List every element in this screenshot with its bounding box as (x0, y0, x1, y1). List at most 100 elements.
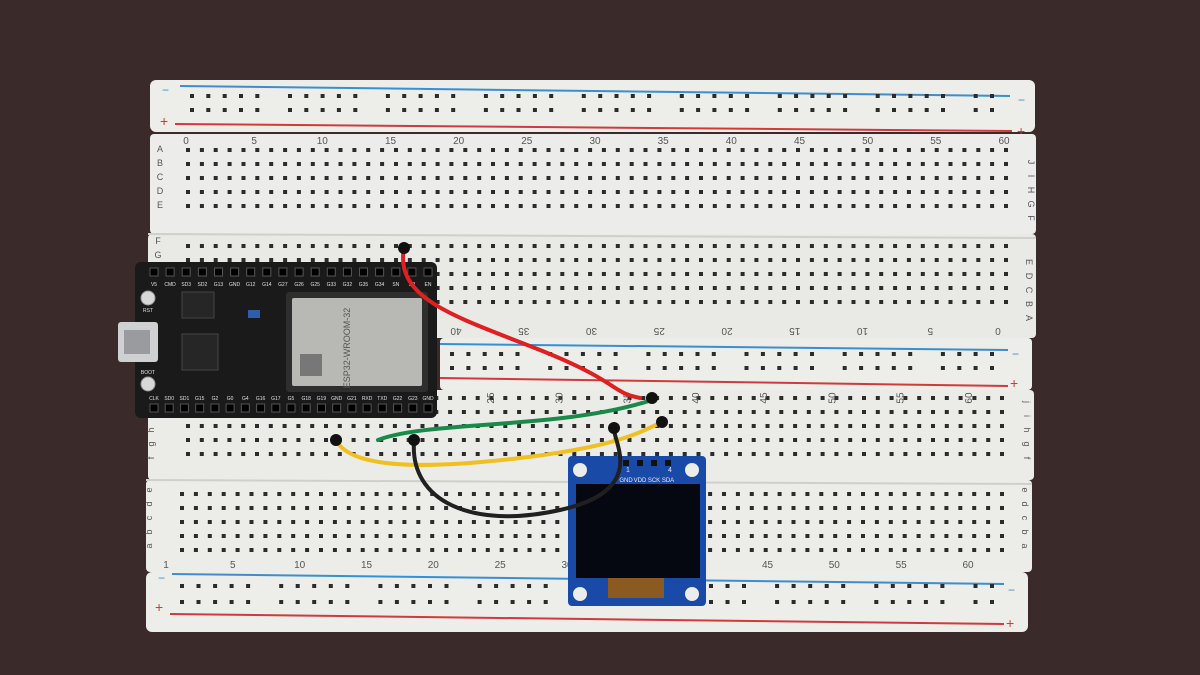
hole (532, 176, 537, 180)
hole (685, 148, 690, 152)
hole (241, 424, 246, 428)
label: 60 (998, 136, 1010, 147)
pin-label: SN (392, 282, 399, 288)
hole (916, 506, 921, 510)
hole (903, 410, 908, 414)
hole (958, 438, 963, 442)
hole (430, 506, 435, 510)
pin (256, 403, 266, 413)
hole (221, 548, 226, 552)
hole (546, 258, 551, 262)
hole (221, 520, 226, 524)
label: 25 (521, 136, 533, 147)
hole (491, 204, 495, 208)
hole (768, 204, 773, 208)
hole (710, 438, 715, 442)
hole (902, 506, 907, 510)
pin (214, 267, 223, 277)
hole (213, 148, 218, 152)
hole (782, 148, 787, 152)
hole (560, 204, 565, 208)
hole (823, 300, 828, 304)
hole (906, 300, 911, 304)
hole (793, 366, 798, 370)
hole (782, 190, 787, 194)
hole (712, 162, 717, 166)
hole (744, 352, 749, 356)
hole (837, 300, 842, 304)
hole (394, 190, 398, 194)
row-letter: h (146, 427, 156, 432)
hole (819, 548, 824, 552)
hole (255, 244, 260, 248)
hole (859, 366, 864, 370)
hole (527, 534, 532, 538)
hole (682, 424, 687, 428)
hole (518, 148, 523, 152)
hole (229, 584, 234, 588)
hole (310, 258, 315, 262)
hole (407, 176, 412, 180)
hole (819, 506, 824, 510)
hole (917, 452, 922, 456)
oled-screen (576, 484, 700, 578)
hole (255, 148, 260, 152)
hole (458, 492, 462, 496)
hole (305, 506, 310, 510)
hole (572, 452, 577, 456)
hole (657, 272, 662, 276)
hole (920, 190, 925, 194)
hole (962, 258, 967, 262)
hole (500, 94, 505, 98)
hole (263, 534, 268, 538)
hole (221, 534, 226, 538)
hole (599, 438, 604, 442)
hole (793, 396, 798, 400)
hole (710, 410, 715, 414)
hole (874, 492, 879, 496)
hole (558, 438, 563, 442)
hole (388, 534, 393, 538)
hole (434, 94, 439, 98)
hole (627, 424, 632, 428)
hole (906, 148, 911, 152)
hole (283, 244, 288, 248)
hole (791, 520, 796, 524)
hole (324, 204, 329, 208)
hole (940, 352, 945, 356)
hole (889, 424, 894, 428)
hole (241, 162, 246, 166)
hole (735, 548, 740, 552)
hole (416, 520, 421, 524)
hole (324, 244, 329, 248)
hole (775, 584, 780, 588)
hole (671, 190, 676, 194)
hole (435, 272, 440, 276)
hole (629, 272, 634, 276)
hole (332, 506, 337, 510)
hole (499, 534, 504, 538)
hole (336, 108, 341, 112)
hole (546, 176, 551, 180)
hole (643, 258, 648, 262)
hole (180, 548, 184, 552)
label: 25 (653, 325, 665, 336)
hole (269, 204, 274, 208)
hole (615, 148, 620, 152)
hole (581, 108, 586, 112)
hole (463, 148, 468, 152)
hole (241, 438, 246, 442)
hole (724, 452, 729, 456)
hole (444, 520, 449, 524)
hole (463, 162, 468, 166)
pin-label: GND (331, 396, 343, 402)
hole (241, 148, 246, 152)
hole (477, 148, 482, 152)
button-label: BOOT (141, 370, 155, 376)
hole (934, 162, 939, 166)
hole (485, 534, 490, 538)
hole (213, 584, 218, 588)
